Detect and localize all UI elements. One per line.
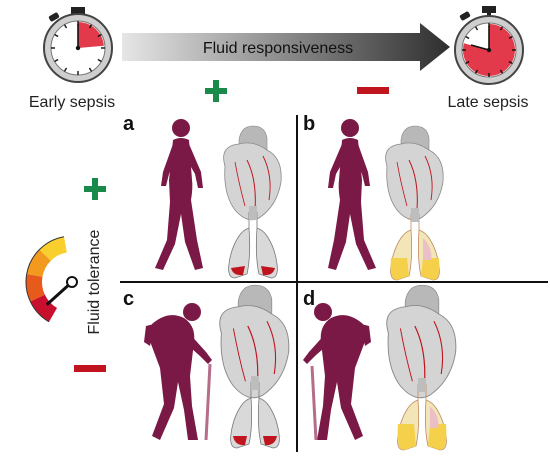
lungs-icon	[230, 376, 280, 449]
panel-a: a	[123, 113, 282, 279]
lungs-icon	[228, 206, 278, 279]
gauge-segment	[39, 236, 67, 261]
heart-icon	[385, 125, 444, 221]
tolerance-minus-icon	[74, 365, 106, 372]
walking-cane-icon	[310, 365, 318, 441]
clock-tick	[499, 26, 504, 31]
responsiveness-minus-icon	[357, 87, 389, 94]
clock-tick	[465, 35, 470, 40]
walking-cane-icon	[204, 363, 212, 441]
clock-tick	[499, 69, 504, 74]
panel-letter: d	[303, 288, 315, 310]
heart-icon	[223, 125, 282, 221]
clock-tick	[88, 24, 93, 29]
late-sepsis-clock-icon	[454, 6, 524, 85]
panel-letter: b	[303, 113, 315, 135]
clock-tick	[97, 33, 102, 38]
gauge-outline	[25, 236, 65, 323]
fluid-responsiveness-arrow	[122, 23, 450, 71]
fluid-tolerance-gauge	[25, 236, 78, 323]
clock-tick	[54, 33, 59, 38]
lungs-icon	[390, 208, 440, 281]
gauge-segment	[26, 274, 45, 302]
panel-letter: a	[123, 113, 135, 135]
gauge-segment	[30, 294, 57, 322]
panel-d: d	[303, 284, 457, 451]
tolerance-plus-icon	[84, 178, 106, 200]
early-sepsis-label: Early sepsis	[29, 94, 115, 111]
clock-tick	[54, 58, 59, 63]
clock-tick	[508, 60, 513, 65]
clock-tick	[63, 67, 68, 72]
gauge-segment	[26, 249, 51, 277]
panel-letter: c	[123, 288, 134, 310]
walking-person-icon	[328, 119, 376, 270]
clock-tick	[474, 69, 479, 74]
panel-c: c	[123, 284, 290, 449]
lungs-icon	[397, 378, 447, 451]
fluid-responsiveness-label: Fluid responsiveness	[203, 40, 353, 57]
fluid-tolerance-label: Fluid tolerance	[86, 229, 103, 334]
panel-b: b	[303, 113, 444, 281]
clock-tick	[474, 26, 479, 31]
clock-tick	[508, 35, 513, 40]
elderly-person-icon	[144, 303, 212, 440]
gauge-hub	[66, 276, 78, 288]
clock-tick	[63, 24, 68, 29]
walking-person-icon	[155, 119, 203, 270]
early-sepsis-clock-icon	[43, 7, 113, 83]
late-sepsis-label: Late sepsis	[448, 94, 529, 111]
clock-tick	[97, 58, 102, 63]
clock-tick	[465, 60, 470, 65]
responsiveness-plus-icon	[205, 80, 227, 102]
clock-tick	[88, 67, 93, 72]
